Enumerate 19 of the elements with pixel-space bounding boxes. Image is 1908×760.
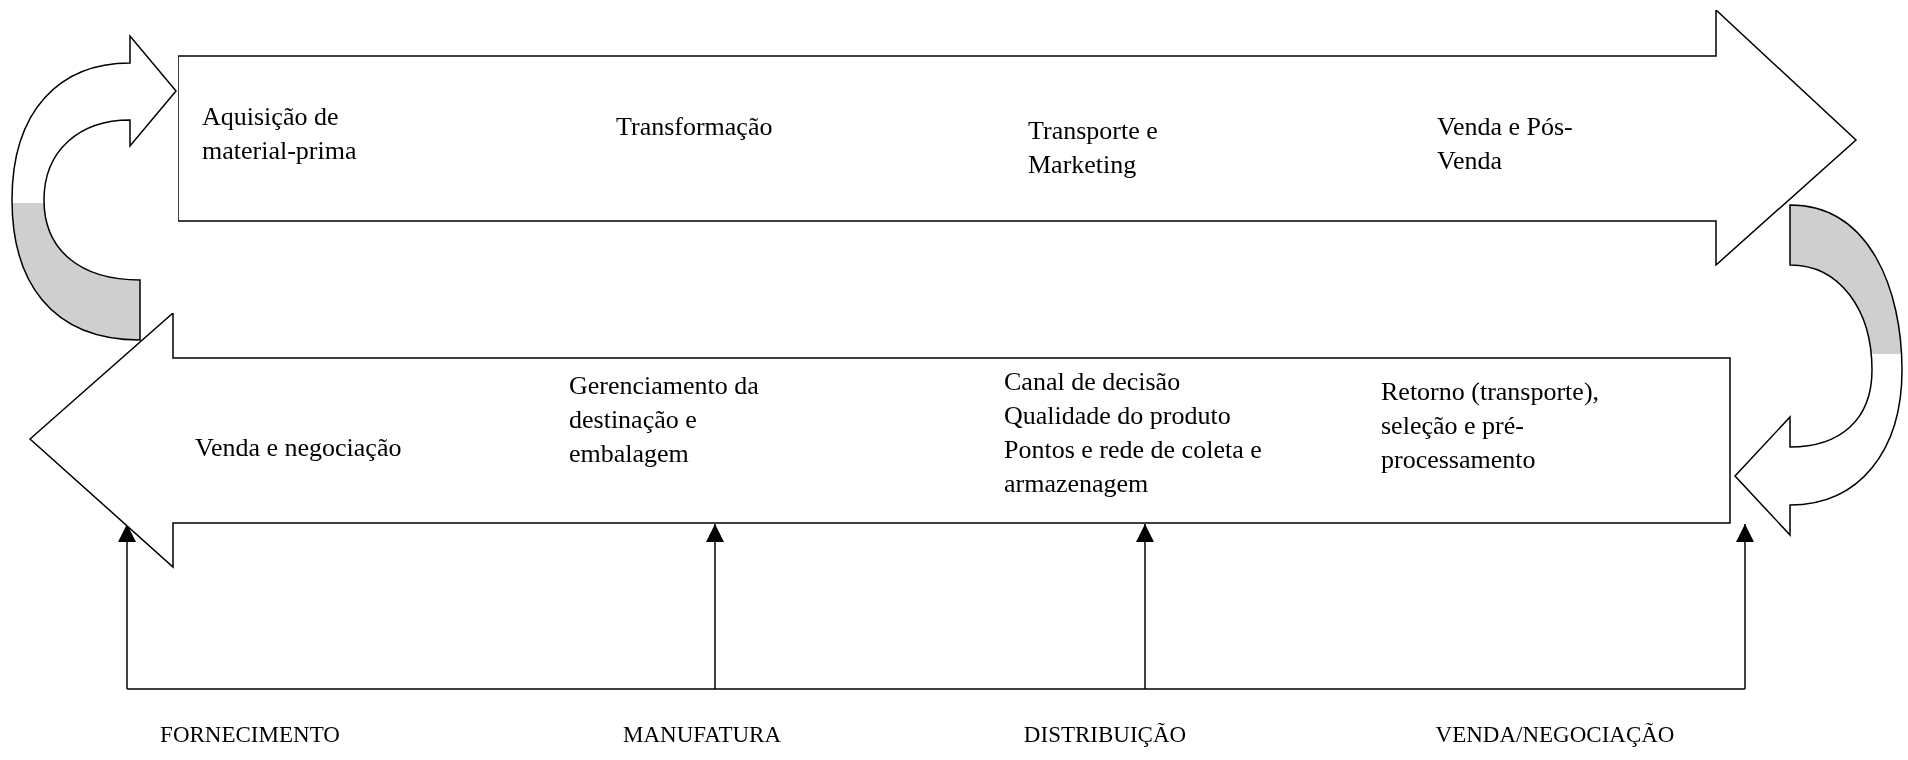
stage-label: Gerenciamento da destinação e embalagem [569,370,760,470]
stage-label: Qualidade do produto [1004,400,1232,432]
curved-arrow [1734,204,1903,536]
stage-heading: VENDA/NEGOCIAÇÃO [1435,722,1675,748]
stage-heading: MANUFATURA [623,722,781,748]
arrow [1136,523,1154,690]
stage-label: Pontos e rede de coleta e armazenagem [1004,434,1263,500]
stage-label: Transformação [616,111,774,143]
arrow [1736,523,1754,690]
stage-label: Retorno (transporte), seleção e pré-processamento [1381,376,1601,476]
stage-heading: DISTRIBUIÇÃO [1023,722,1187,748]
curved-arrow [11,35,177,341]
stage-heading: FORNECIMENTO [160,722,340,748]
arrow [706,523,724,690]
stage-label: Venda e negociação [195,432,403,464]
stage-label: Venda e Pós-Venda [1437,111,1574,177]
stage-label: Canal de decisão [1004,366,1182,398]
stage-label: Transporte e Marketing [1028,115,1159,181]
stage-label: Aquisição de material-prima [202,101,358,167]
